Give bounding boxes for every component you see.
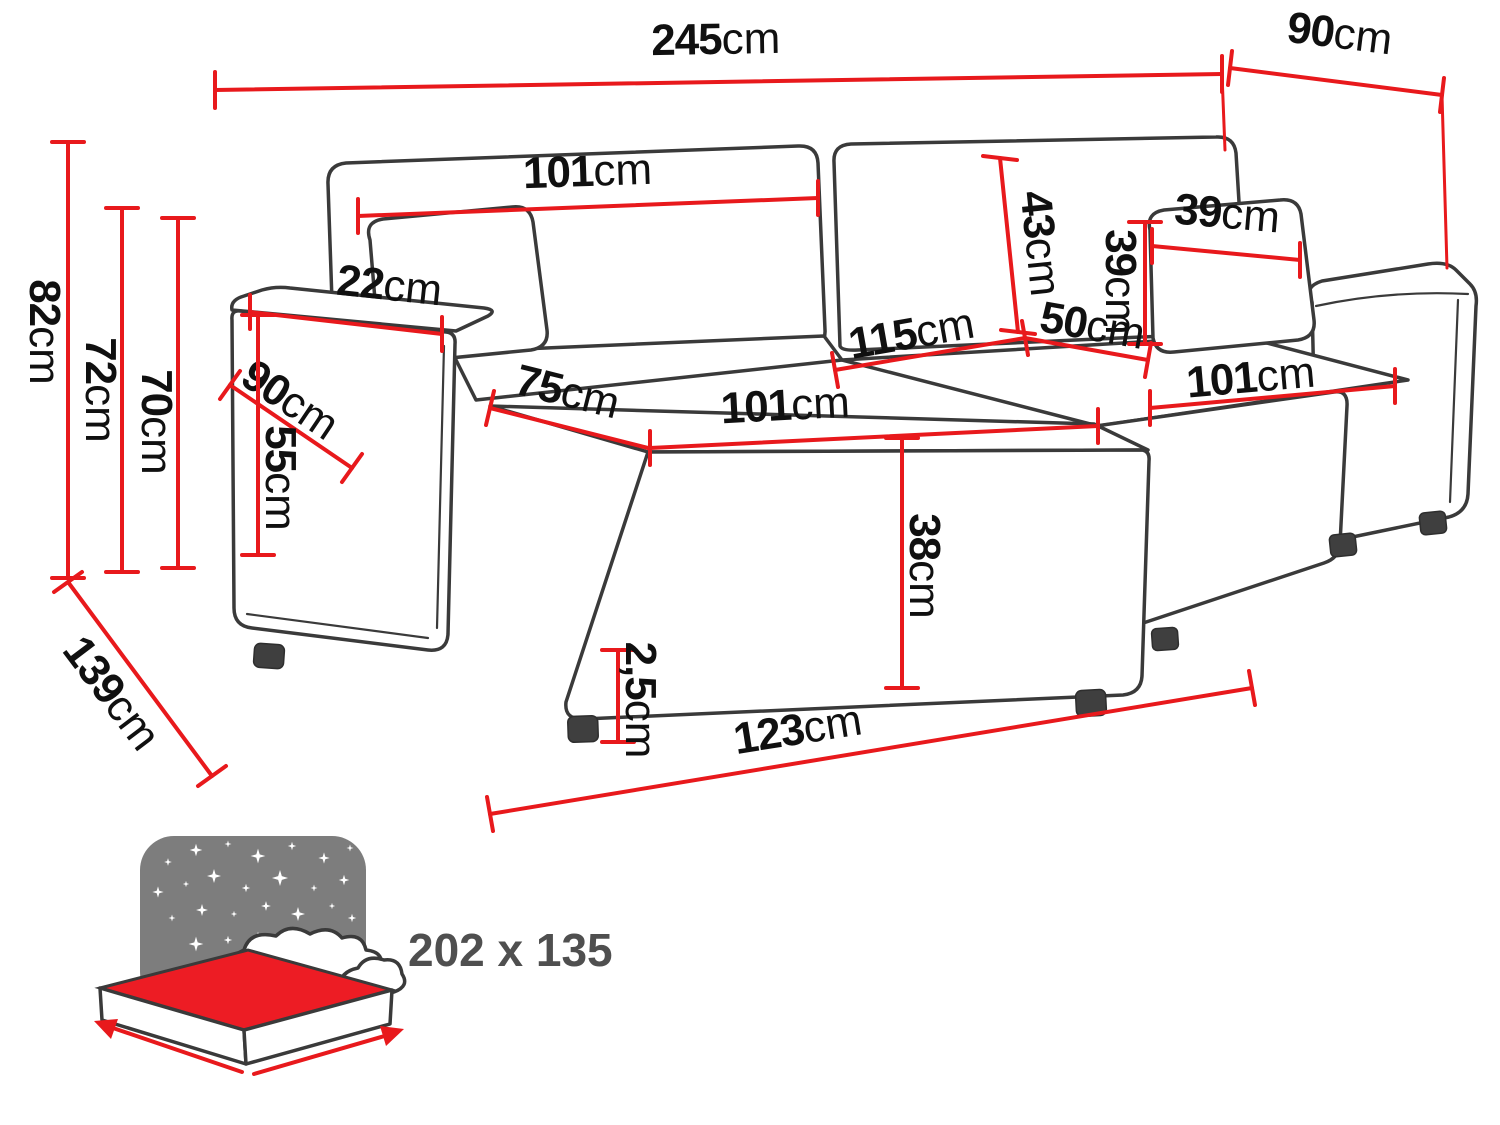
sofa-foot <box>1328 532 1358 558</box>
sofa-foot <box>567 714 599 744</box>
dim-right-seat-101: 101cm <box>1148 348 1397 427</box>
dim-height-70: 70cm <box>132 216 196 570</box>
dim-total-height-label: 82cm <box>20 279 69 385</box>
dim-chaise-width-101-label: 101cm <box>720 378 851 434</box>
dim-height-72: 72cm <box>76 206 140 574</box>
dim-armrest-height-55: 55cm <box>240 313 305 557</box>
dim-seat-height-38-label: 38cm <box>900 513 949 619</box>
dim-armrest-width-22-label: 22cm <box>334 256 444 316</box>
dim-clearance-2-5-label: 2,5cm <box>616 642 665 759</box>
dim-chaise-length-123: 123cm <box>485 669 1257 833</box>
length-arrow-line <box>108 1025 244 1074</box>
dim-chaise-length-123-label: 123cm <box>730 695 865 764</box>
dim-gap-50: 50cm <box>1023 292 1153 379</box>
sofa-foot <box>252 642 286 670</box>
dim-pillow-height-39: 39cm <box>1096 220 1163 346</box>
length-arrow-head <box>94 1019 118 1039</box>
dim-seat-depth-115-label: 115cm <box>845 299 978 369</box>
mattress-side-right <box>242 988 394 1066</box>
dim-armrest-height-55-label: 55cm <box>256 425 305 531</box>
dim-back-depth-label: 90cm <box>1284 3 1395 65</box>
dim-chaise-width-101: 101cm <box>648 378 1100 467</box>
sleeping-area-label: 202 x 135 <box>408 924 613 976</box>
dim-back-depth: 90cm <box>1226 3 1449 270</box>
dim-gap-50-label: 50cm <box>1036 292 1149 359</box>
dim-total-height: 82cm <box>20 140 86 580</box>
dim-seat-depth-115: 115cm <box>830 299 1030 389</box>
sofa-foot <box>1150 626 1180 652</box>
dim-backrest-height-43: 43cm <box>981 154 1071 336</box>
width-arrow-line <box>252 1033 390 1076</box>
sleeping-function-icon: 202 x 135 <box>94 836 613 1076</box>
left-armrest-bottom-edge <box>245 612 430 640</box>
dim-pillow-height-39-label: 39cm <box>1096 229 1145 335</box>
dim-height-70-label: 70cm <box>132 369 181 475</box>
dim-backrest-width-101: 101cm <box>356 145 820 235</box>
dim-total-width: 245cm <box>213 14 1227 152</box>
dim-clearance-2-5: 2,5cm <box>600 642 665 759</box>
right-armrest-top-edge <box>1314 292 1470 308</box>
dim-armrest-width-22: 22cm <box>248 256 445 353</box>
sofa-foot <box>1418 510 1448 536</box>
dim-pillow-width-39-label: 39cm <box>1173 185 1282 243</box>
dim-height-72-label: 72cm <box>76 337 125 443</box>
dim-backrest-height-43-label: 43cm <box>1011 188 1071 298</box>
dim-pillow-width-39: 39cm <box>1150 185 1302 279</box>
dim-backrest-width-101-label: 101cm <box>522 145 653 198</box>
chaise-front-panel <box>564 448 1151 721</box>
right-armrest-side-edge <box>1448 298 1460 504</box>
dim-total-width-label: 245cm <box>651 14 781 65</box>
left-armrest-inner-edge <box>435 344 446 630</box>
dim-right-seat-101-label: 101cm <box>1184 348 1317 408</box>
width-arrow-head <box>380 1026 404 1046</box>
right-seat-surface <box>840 334 1410 428</box>
right-pillow <box>1147 198 1316 354</box>
dim-side-depth-139: 139cm <box>52 570 228 788</box>
dim-seat-height-38: 38cm <box>884 436 949 690</box>
dim-chaise-depth-75-label: 75cm <box>510 355 624 428</box>
dim-chaise-depth-75: 75cm <box>484 355 650 450</box>
mattress-icon <box>94 926 407 1076</box>
left-armrest-top <box>230 285 494 333</box>
